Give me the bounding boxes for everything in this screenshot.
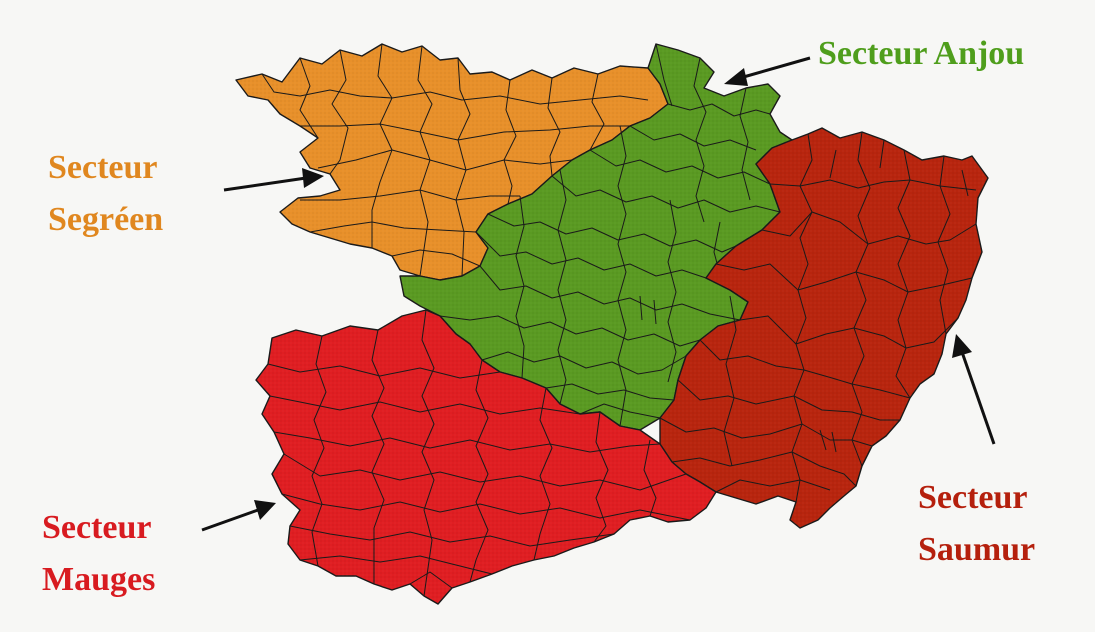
sector-saumur-texture [660, 128, 988, 528]
sector-mauges-texture [256, 310, 716, 604]
sector-segreen[interactable] [235, 43, 669, 281]
sector-mauges[interactable] [255, 309, 717, 605]
sector-mauges-communes [267, 309, 691, 597]
label-mauges-line2: Mauges [42, 561, 155, 598]
label-segreen-line2: Segréen [48, 201, 163, 238]
arrow-mauges [201, 500, 276, 532]
label-saumur-line1: Secteur [918, 479, 1028, 516]
label-mauges-line1: Secteur [42, 509, 152, 546]
sector-segreen-texture [236, 44, 668, 280]
arrow-segreen [223, 168, 324, 192]
sector-saumur[interactable] [659, 127, 989, 529]
sector-saumur-communes [659, 131, 977, 503]
label-saumur-line2: Saumur [918, 531, 1035, 568]
label-anjou: Secteur Anjou [818, 35, 1024, 72]
label-segreen-line1: Secteur [48, 149, 158, 186]
arrow-anjou [724, 56, 811, 86]
sector-anjou-communes [439, 43, 781, 427]
arrow-saumur [952, 334, 996, 445]
sector-anjou[interactable] [399, 43, 793, 431]
sector-segreen-communes [261, 43, 649, 277]
